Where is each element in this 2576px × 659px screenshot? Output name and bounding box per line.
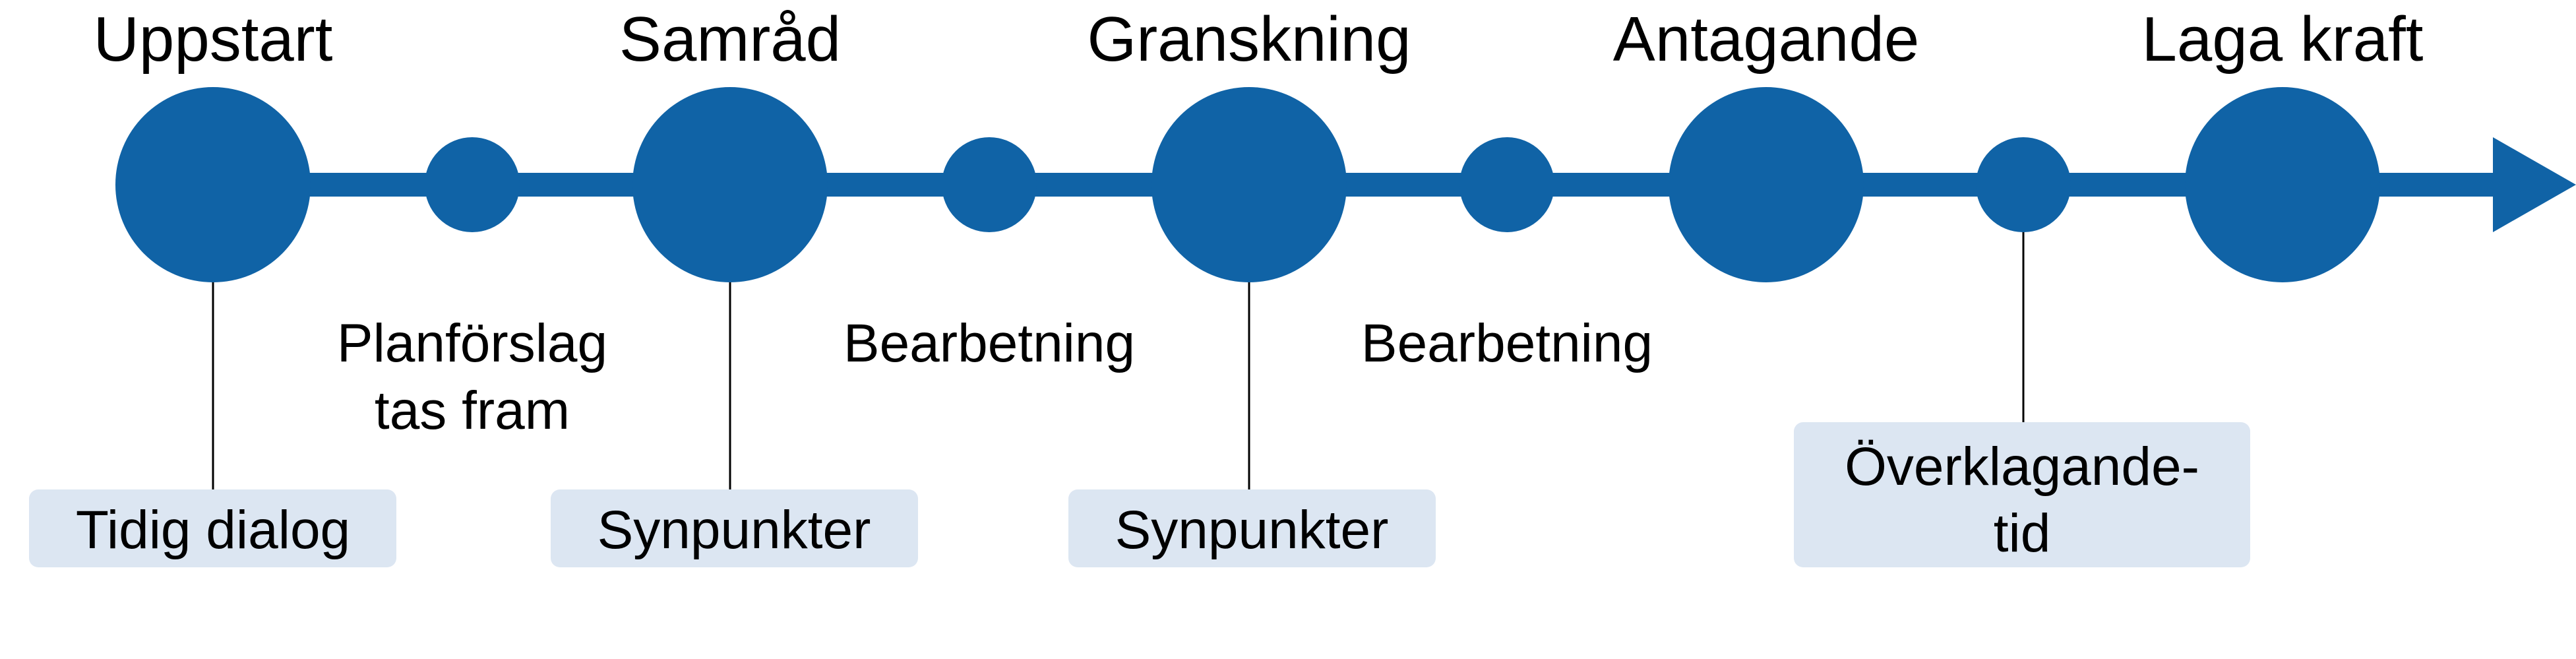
phase-circle-2 xyxy=(942,137,1037,232)
phase-label-bearbetning-2: Bearbetning xyxy=(1361,313,1653,373)
box-tidig-dialog xyxy=(29,489,396,567)
stage-title-samrad: Samråd xyxy=(619,4,841,75)
box-label-tidig-dialog: Tidig dialog xyxy=(76,500,350,560)
box-overklagandetid xyxy=(1794,422,2250,567)
stage-title-laga-kraft: Laga kraft xyxy=(2142,4,2424,75)
stage-title-antagande: Antagande xyxy=(1613,4,1919,75)
box-synpunkter-samrad xyxy=(551,489,918,567)
box-synpunkter-granskning xyxy=(1068,489,1436,567)
phase-label-planforslag-line1: Planförslag xyxy=(337,313,607,373)
timeline-arrowhead-icon xyxy=(2493,137,2576,232)
box-label-overklagandetid-line1: Överklagande- xyxy=(1845,437,2199,497)
box-label-synpunkter-granskning: Synpunkter xyxy=(1115,500,1389,560)
phase-circle-3 xyxy=(1459,137,1554,232)
box-label-overklagandetid-line2: tid xyxy=(1994,503,2051,563)
stage-circle-samrad xyxy=(632,87,828,282)
stage-circle-uppstart xyxy=(115,87,311,282)
phase-label-planforslag-line2: tas fram xyxy=(375,381,570,441)
phase-circle-4 xyxy=(1976,137,2071,232)
stage-circle-antagande xyxy=(1669,87,1864,282)
phase-label-bearbetning-1: Bearbetning xyxy=(843,313,1135,373)
phase-circle-1 xyxy=(425,137,520,232)
stage-title-granskning: Granskning xyxy=(1088,4,1411,75)
stage-circle-granskning xyxy=(1151,87,1347,282)
stage-title-uppstart: Uppstart xyxy=(94,4,333,75)
box-label-synpunkter-samrad: Synpunkter xyxy=(598,500,871,560)
stage-circle-laga-kraft xyxy=(2185,87,2380,282)
